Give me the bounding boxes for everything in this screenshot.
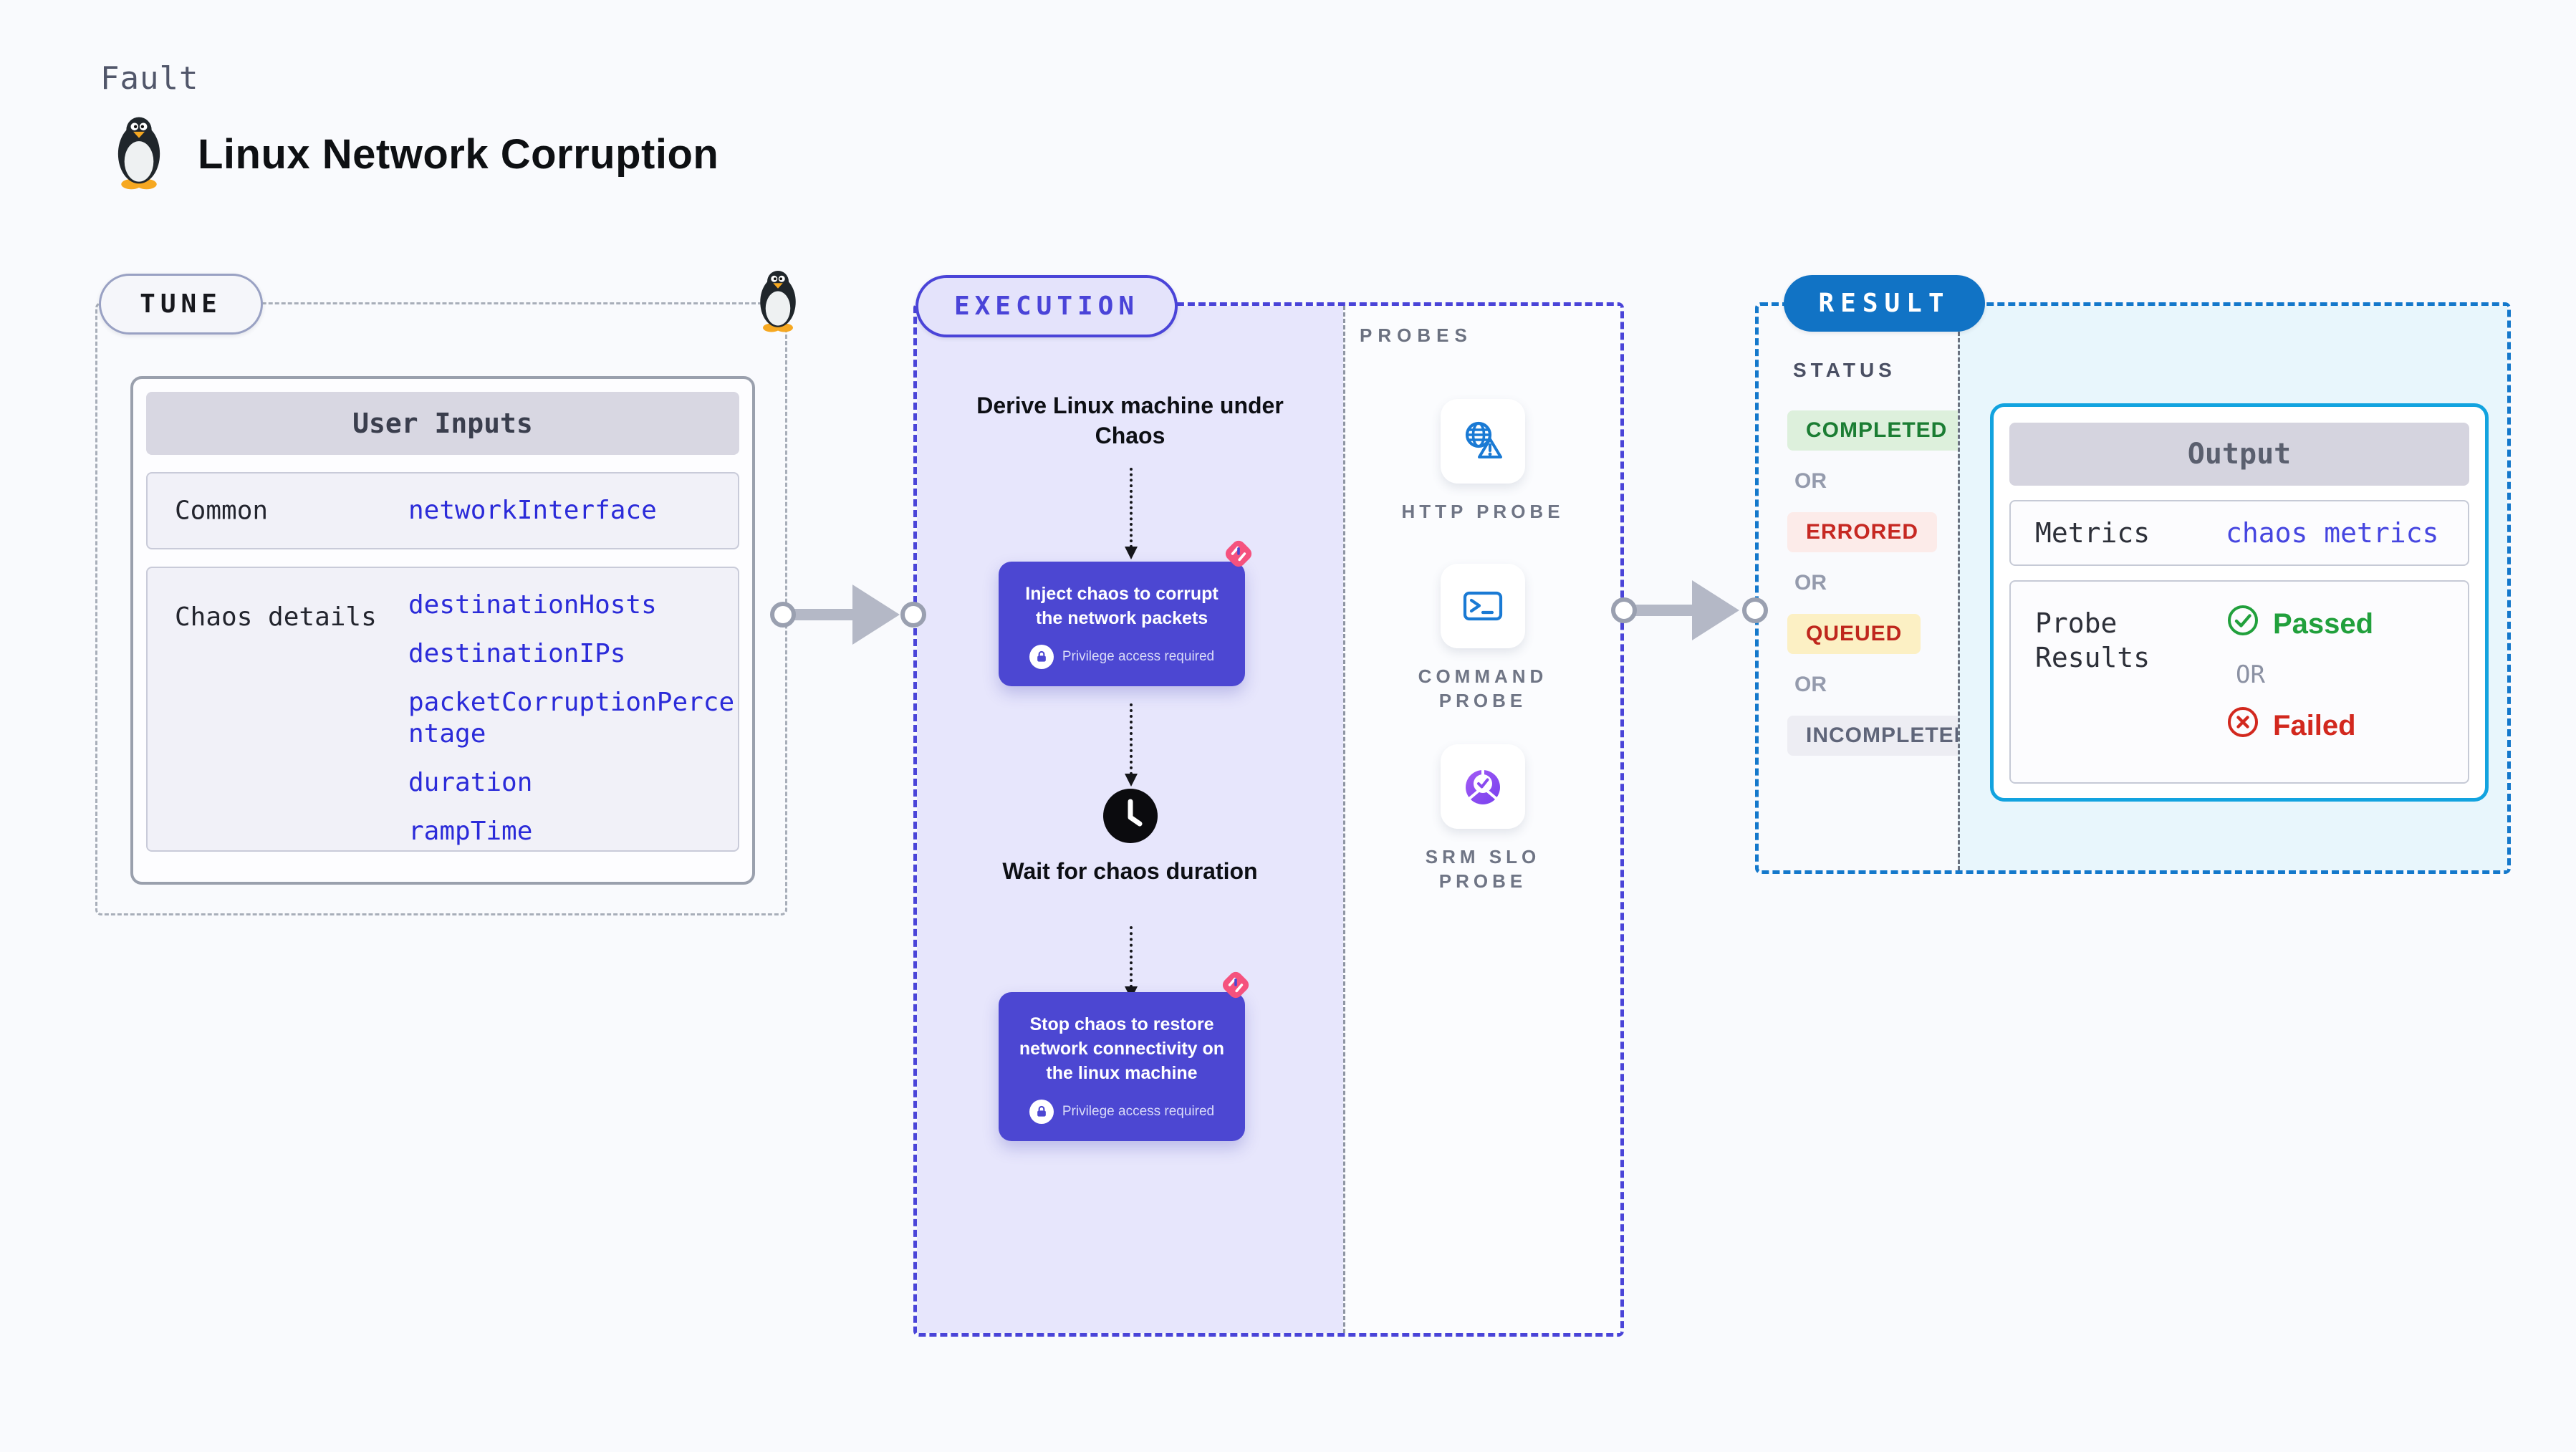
or-separator: OR <box>2236 660 2265 689</box>
connector-dot <box>1742 597 1768 623</box>
row-value: duration <box>408 768 533 797</box>
probe-caption: SRM SLO PROBE <box>1425 846 1541 892</box>
privilege-row: Privilege access required <box>1013 1100 1231 1124</box>
arrow-right <box>1624 605 1698 616</box>
row-value: destinationIPs <box>408 639 626 668</box>
user-inputs-card: User Inputs Common networkInterface Chao… <box>130 376 755 885</box>
chaos-pinwheel-icon <box>1221 537 1256 574</box>
row-value: rampTime <box>408 817 533 846</box>
status-column: STATUS COMPLETED OR ERRORED OR QUEUED OR… <box>1759 306 1989 870</box>
tune-section: TUNE User Inputs Common networkInterface… <box>95 271 796 915</box>
status-badge: QUEUED <box>1787 614 1921 654</box>
probe-caption: COMMAND PROBE <box>1418 665 1548 711</box>
command-probe: COMMAND PROBE <box>1345 564 1620 713</box>
stop-chaos-step: Stop chaos to restore network connectivi… <box>999 992 1245 1141</box>
status-badge: COMPLETED <box>1787 410 1966 451</box>
user-input-row-chaos-details: Chaos details destinationHosts destinati… <box>146 567 739 852</box>
probe-results-values: Passed OR Failed <box>2226 603 2373 746</box>
check-circle-icon <box>2226 603 2260 645</box>
status-heading: STATUS <box>1793 359 1896 381</box>
arrow-right <box>783 609 857 620</box>
execution-section: EXECUTION Derive Linux machine under Cha… <box>913 275 1624 1337</box>
failed-item: Failed <box>2226 705 2373 746</box>
output-box: Output Metrics chaos metrics Probe Resul… <box>1990 403 2489 802</box>
passed-label: Passed <box>2273 607 2374 640</box>
derive-step-label: Derive Linux machine under Chaos <box>976 393 1284 448</box>
output-header: Output <box>2009 423 2469 486</box>
tune-pill: TUNE <box>99 274 263 335</box>
flow-arrow-down <box>1125 468 1138 559</box>
chaos-pinwheel-icon <box>1219 968 1253 1006</box>
probe-caption: HTTP PROBE <box>1401 501 1565 522</box>
passed-item: Passed <box>2226 603 2373 645</box>
user-input-row-common: Common networkInterface <box>146 472 739 549</box>
or-separator: OR <box>1794 571 1827 595</box>
arrow-right-head <box>1692 580 1739 640</box>
connector-dot <box>900 602 926 628</box>
metrics-value: chaos metrics <box>2226 517 2439 549</box>
status-list: COMPLETED OR ERRORED OR QUEUED OR INCOMP… <box>1787 410 1989 756</box>
output-column: Output Metrics chaos metrics Probe Resul… <box>1958 306 2507 870</box>
clock-icon <box>1102 787 1159 848</box>
status-badge: ERRORED <box>1787 512 1938 552</box>
privilege-label: Privilege access required <box>1062 1104 1215 1119</box>
metrics-label: Metrics <box>2035 517 2150 549</box>
probes-heading: PROBES <box>1360 324 1473 346</box>
slo-pie-icon <box>1441 744 1525 829</box>
globe-alert-icon <box>1441 399 1525 484</box>
srm-slo-probe: SRM SLO PROBE <box>1345 744 1620 893</box>
flow-arrow-down <box>1125 703 1138 787</box>
terminal-icon <box>1441 564 1525 648</box>
status-badge: INCOMPLETED <box>1787 716 1989 756</box>
title-row: Linux Network Corruption <box>106 115 719 194</box>
privilege-row: Privilege access required <box>1013 645 1231 669</box>
result-section: RESULT STATUS COMPLETED OR ERRORED OR QU… <box>1755 275 2511 874</box>
connector-dot <box>1611 597 1637 623</box>
chaos-values-list: destinationHosts destinationIPs packetCo… <box>408 590 735 847</box>
or-separator: OR <box>1794 673 1827 696</box>
row-label: Common <box>175 496 269 526</box>
inject-chaos-step: Inject chaos to corrupt the network pack… <box>999 562 1245 686</box>
execution-pill: EXECUTION <box>915 275 1178 337</box>
probes-column: PROBES HTTP PROBE <box>1343 306 1620 1333</box>
lock-icon <box>1029 1100 1054 1124</box>
tux-penguin-icon <box>106 115 172 194</box>
metrics-row: Metrics chaos metrics <box>2009 500 2469 566</box>
result-pill: RESULT <box>1784 275 1985 332</box>
lock-icon <box>1029 645 1054 669</box>
arrow-right-head <box>852 585 900 645</box>
row-value: destinationHosts <box>408 590 657 620</box>
tux-penguin-icon <box>751 269 805 337</box>
failed-label: Failed <box>2273 709 2356 741</box>
privilege-label: Privilege access required <box>1062 649 1215 664</box>
inject-step-label: Inject chaos to corrupt the network pack… <box>1025 584 1219 628</box>
connector-dot <box>770 602 796 628</box>
execution-flow-column: Derive Linux machine under Chaos Inject … <box>917 306 1343 1333</box>
wait-step-label: Wait for chaos duration <box>1002 858 1258 884</box>
row-value: networkInterface <box>408 496 657 525</box>
x-circle-icon <box>2226 705 2260 746</box>
or-separator: OR <box>1794 469 1827 493</box>
fault-kicker: Fault <box>100 60 199 97</box>
probe-results-row: Probe Results Passed OR <box>2009 580 2469 784</box>
page-title: Linux Network Corruption <box>198 131 719 178</box>
stop-step-label: Stop chaos to restore network connectivi… <box>1019 1014 1225 1083</box>
row-value: packetCorruptionPercentage <box>408 688 735 749</box>
user-inputs-header: User Inputs <box>146 392 739 455</box>
probe-results-label: Probe Results <box>2035 607 2150 673</box>
row-label: Chaos details <box>175 602 377 632</box>
flow-arrow-down <box>1125 926 1138 999</box>
http-probe: HTTP PROBE <box>1345 399 1620 524</box>
